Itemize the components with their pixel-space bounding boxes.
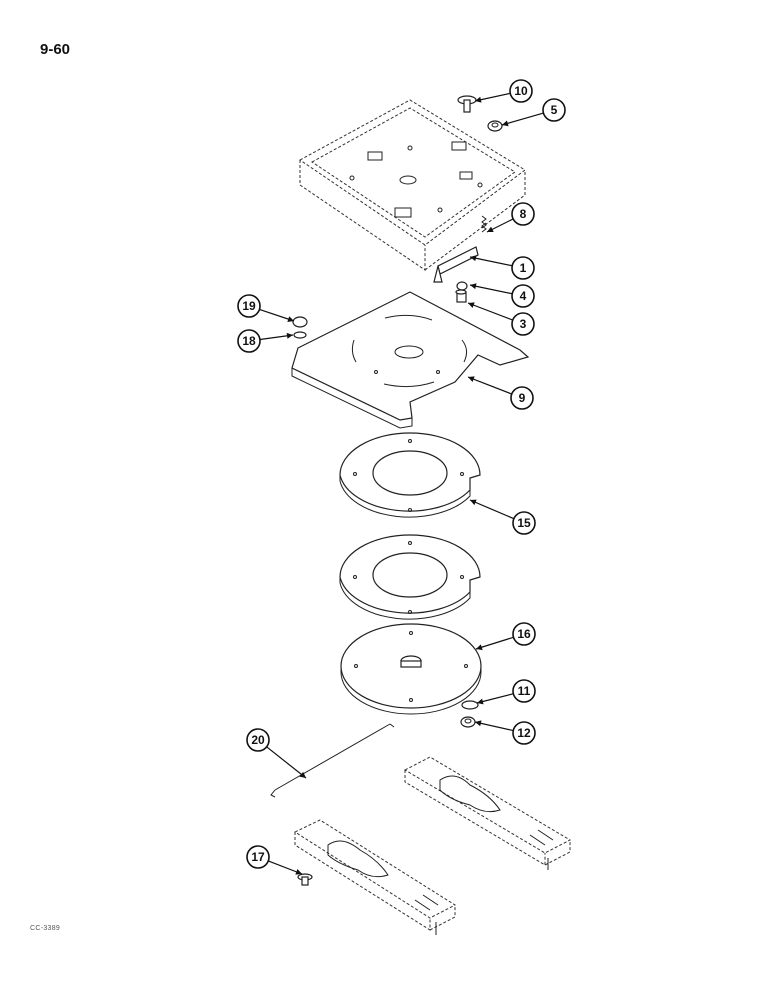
lever-1 bbox=[433, 246, 479, 283]
leader-line bbox=[467, 302, 513, 321]
callout-label: 15 bbox=[517, 516, 531, 530]
callout-5: 5 bbox=[501, 98, 566, 127]
callout-9: 9 bbox=[467, 376, 534, 410]
leader-arrowhead bbox=[287, 316, 294, 322]
callout-circle bbox=[509, 79, 533, 103]
callout-11: 11 bbox=[476, 679, 536, 705]
callout-layer: 10 5 8 1 4 3 19 18 9 15 16 11 12 20 17 bbox=[237, 79, 566, 875]
callout-label: 10 bbox=[514, 84, 528, 98]
leader-arrowhead bbox=[477, 698, 484, 705]
wear-ring-lower-15 bbox=[339, 534, 481, 620]
page-number: 9-60 bbox=[40, 41, 71, 58]
callout-circle bbox=[246, 845, 270, 869]
callout-label: 12 bbox=[517, 726, 531, 740]
callout-label: 16 bbox=[517, 627, 531, 641]
callout-8: 8 bbox=[486, 202, 535, 233]
leader-arrowhead bbox=[502, 120, 509, 127]
leader-line bbox=[469, 256, 513, 267]
callout-label: 8 bbox=[520, 207, 527, 221]
callout-circle bbox=[511, 202, 535, 226]
nut-19 bbox=[292, 316, 308, 328]
spring-8 bbox=[481, 215, 487, 233]
leader-line bbox=[469, 499, 515, 520]
callout-15: 15 bbox=[469, 499, 536, 535]
callout-3: 3 bbox=[467, 302, 535, 336]
callout-circle bbox=[542, 98, 566, 122]
leader-arrowhead bbox=[468, 376, 475, 382]
base-plate-16 bbox=[340, 623, 482, 715]
bolt-17 bbox=[297, 873, 313, 886]
leader-arrowhead bbox=[286, 332, 293, 339]
callout-19: 19 bbox=[237, 294, 295, 322]
callout-circle bbox=[512, 622, 536, 646]
slide-rail-left bbox=[293, 819, 457, 935]
callout-label: 9 bbox=[519, 391, 526, 405]
callout-label: 18 bbox=[242, 334, 256, 348]
leader-line bbox=[474, 721, 514, 732]
leader-line bbox=[501, 112, 544, 126]
callout-12: 12 bbox=[474, 720, 536, 745]
callout-label: 3 bbox=[520, 317, 527, 331]
washer-18 bbox=[293, 331, 307, 339]
callout-label: 11 bbox=[518, 684, 531, 698]
leader-line bbox=[268, 860, 303, 875]
leader-arrowhead bbox=[487, 226, 494, 232]
carriage-bolt-10 bbox=[457, 95, 477, 113]
callout-1: 1 bbox=[469, 255, 535, 280]
callout-18: 18 bbox=[237, 329, 294, 353]
callout-label: 4 bbox=[520, 289, 527, 303]
figure-code: CC-3389 bbox=[30, 925, 61, 932]
slide-rail-right bbox=[403, 756, 572, 870]
leader-line bbox=[476, 693, 514, 704]
leader-arrowhead bbox=[475, 720, 482, 727]
callout-circle bbox=[512, 721, 536, 745]
nut-5 bbox=[487, 120, 503, 132]
callout-label: 19 bbox=[242, 299, 256, 313]
nut-12 bbox=[460, 716, 476, 728]
leader-arrowhead bbox=[295, 869, 302, 875]
callout-circle bbox=[511, 312, 535, 336]
callout-circle bbox=[246, 728, 270, 752]
leader-line bbox=[266, 746, 307, 779]
callout-label: 17 bbox=[251, 850, 265, 864]
leader-arrowhead bbox=[470, 283, 477, 290]
callout-label: 5 bbox=[551, 103, 558, 117]
seat-pan bbox=[299, 99, 526, 271]
callout-circle bbox=[510, 386, 534, 410]
bolt-3 bbox=[455, 289, 467, 303]
washer-11 bbox=[461, 700, 479, 710]
leader-arrowhead bbox=[475, 96, 482, 103]
bushing-4 bbox=[456, 281, 468, 291]
callout-17: 17 bbox=[246, 845, 303, 875]
leader-line bbox=[475, 636, 514, 650]
callout-4: 4 bbox=[469, 283, 535, 308]
callout-circle bbox=[237, 294, 261, 318]
leader-arrowhead bbox=[468, 302, 475, 308]
callout-circle bbox=[512, 679, 536, 703]
callout-10: 10 bbox=[474, 79, 533, 103]
leader-line bbox=[467, 376, 512, 395]
wear-ring-upper-15 bbox=[339, 432, 481, 518]
callout-16: 16 bbox=[475, 622, 536, 651]
callout-circle bbox=[512, 511, 536, 535]
callout-label: 20 bbox=[251, 733, 265, 747]
leader-line bbox=[259, 308, 295, 322]
callout-circle bbox=[511, 256, 535, 280]
leader-line bbox=[474, 92, 511, 102]
callout-circle bbox=[237, 329, 261, 353]
callout-20: 20 bbox=[246, 728, 307, 779]
swivel-plate-9 bbox=[291, 291, 530, 429]
rod-20 bbox=[270, 723, 395, 798]
callout-label: 1 bbox=[520, 261, 527, 275]
leader-line bbox=[469, 284, 513, 295]
leader-arrowhead bbox=[470, 255, 477, 262]
leader-arrowhead bbox=[299, 771, 306, 778]
leader-arrowhead bbox=[470, 499, 477, 506]
leader-arrowhead bbox=[476, 644, 483, 651]
callout-circle bbox=[511, 284, 535, 308]
